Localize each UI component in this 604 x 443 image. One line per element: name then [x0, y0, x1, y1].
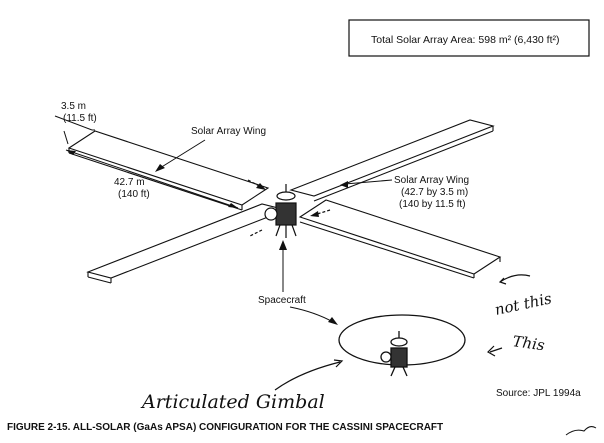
label-wing-left-group: Solar Array Wing [155, 126, 266, 172]
label-wing-right-group: Solar Array Wing (42.7 by 3.5 m) (140 by… [340, 175, 469, 210]
hand-gimbal: Articulated Gimbal [140, 391, 325, 413]
wing-upper-left [67, 130, 270, 206]
area-box-text: Total Solar Array Area: 598 m² (6,430 ft… [371, 34, 560, 46]
dimension-width: 3.5 m (11.5 ft) [54, 101, 97, 145]
corner-scribble [565, 426, 597, 436]
gimbal-sketch [338, 314, 466, 377]
label-wing-right-line2: (42.7 by 3.5 m) [401, 187, 468, 198]
dimension-length-line1: 42.7 m [114, 177, 145, 188]
area-box: Total Solar Array Area: 598 m² (6,430 ft… [348, 19, 590, 57]
wing-lower-right [298, 199, 502, 275]
centerline-arrows [247, 179, 331, 237]
label-wing-left: Solar Array Wing [191, 126, 266, 137]
dimension-width-line2: (11.5 ft) [63, 113, 97, 124]
hand-this: This [511, 332, 546, 354]
dimension-length: 42.7 m (140 ft) [65, 149, 239, 209]
label-spacecraft: Spacecraft [258, 295, 306, 306]
hand-gimbal-group: Articulated Gimbal [140, 359, 344, 413]
label-spacecraft-group: Spacecraft [258, 240, 338, 325]
hand-not-this: not this [493, 289, 553, 319]
label-wing-right-line3: (140 by 11.5 ft) [399, 199, 466, 210]
hand-this-group: This [487, 332, 546, 357]
wing-lower-left [86, 203, 288, 279]
dimension-width-line1: 3.5 m [61, 101, 86, 112]
label-wing-right-line1: Solar Array Wing [394, 175, 469, 186]
hand-not-this-group: not this [493, 274, 554, 319]
spacecraft-main [264, 184, 297, 238]
solar-array-wings [67, 119, 502, 284]
figure-caption: FIGURE 2-15. ALL-SOLAR (GaAs APSA) CONFI… [7, 422, 443, 433]
dimension-length-line2: (140 ft) [118, 189, 150, 200]
source-note: Source: JPL 1994a [496, 388, 581, 399]
